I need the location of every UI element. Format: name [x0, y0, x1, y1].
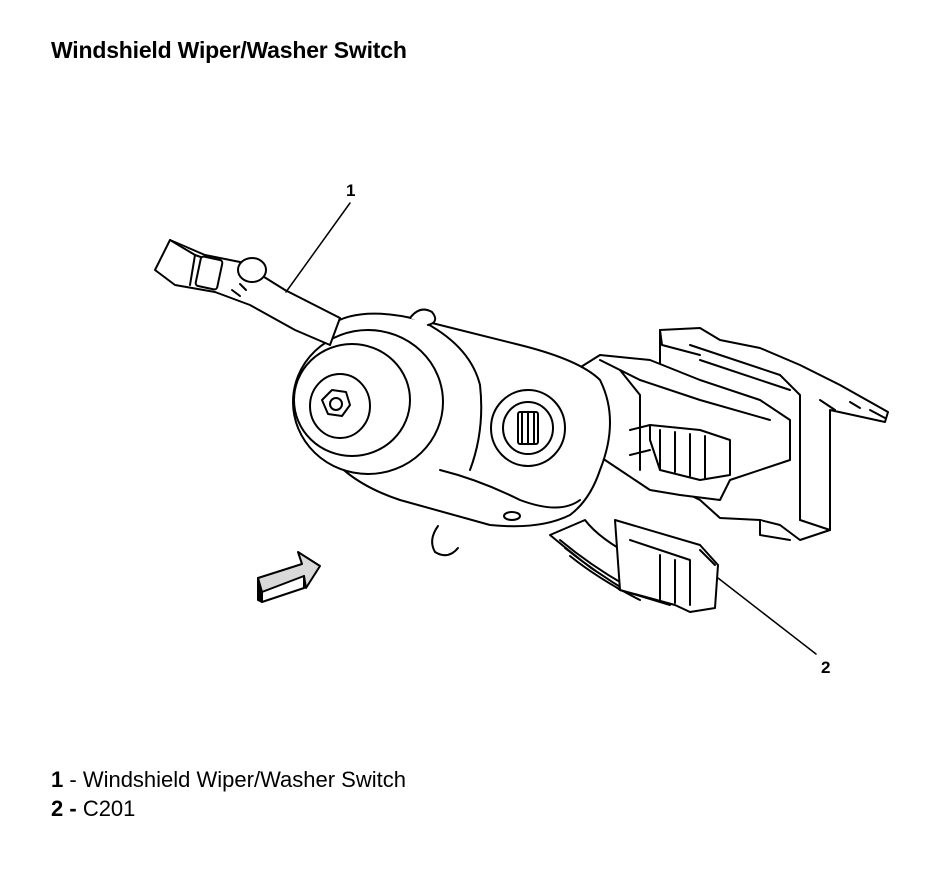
legend-number: 2 — [51, 796, 64, 821]
leader-line-1 — [285, 202, 351, 293]
legend-item: 1 - Windshield Wiper/Washer Switch — [51, 765, 406, 794]
page-title: Windshield Wiper/Washer Switch — [51, 37, 407, 63]
steering-hub — [292, 329, 444, 475]
callout-number-1: 1 — [346, 181, 355, 200]
switch-assembly-diagram: 1 2 — [154, 181, 889, 677]
callout-number-2: 2 — [821, 658, 830, 677]
leader-line-2 — [717, 577, 817, 655]
view-arrow — [257, 551, 321, 603]
legend: 1 - Windshield Wiper/Washer Switch 2 - C… — [51, 765, 406, 823]
switch-housing — [559, 354, 791, 501]
legend-item: 2 - C201 — [51, 794, 406, 823]
wiper-stalk — [154, 239, 341, 346]
legend-separator: - — [63, 796, 83, 821]
legend-label: Windshield Wiper/Washer Switch — [82, 767, 406, 792]
ignition-lock — [490, 389, 566, 467]
retainer-clip — [431, 525, 459, 557]
legend-number: 1 — [51, 767, 64, 792]
legend-separator: - — [63, 767, 83, 792]
legend-label: C201 — [82, 796, 136, 821]
c201-connector — [549, 519, 719, 613]
